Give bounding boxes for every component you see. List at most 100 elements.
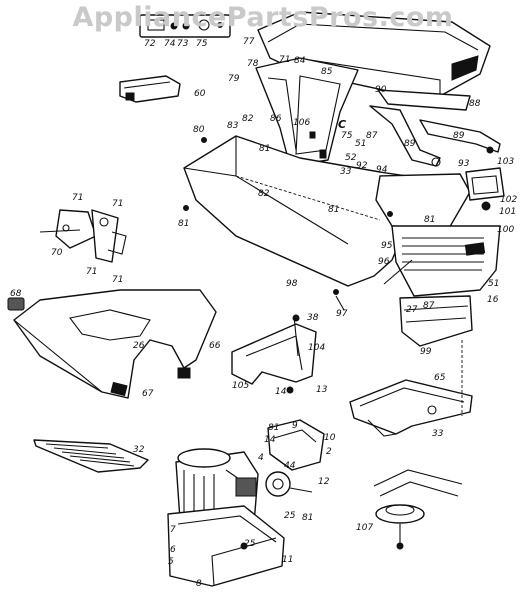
callout-81f: 81 (302, 513, 313, 523)
callout-71e: 71 (112, 275, 123, 285)
callout-95: 95 (381, 241, 393, 251)
callout-14b: 14 (264, 435, 276, 445)
callout-9: 9 (292, 421, 298, 431)
callout-86: 86 (270, 114, 282, 124)
callout-89a: 89 (404, 139, 416, 149)
callout-67: 67 (142, 389, 154, 399)
callout-labels: 72 74 73 75 77 60 79 78 71 84 85 90 88 8… (10, 37, 517, 589)
callout-73: 73 (177, 39, 189, 49)
callout-106: 106 (293, 118, 310, 128)
callout-25a: 25 (284, 511, 296, 521)
callout-81c: 81 (178, 219, 189, 229)
callout-4: 4 (258, 453, 264, 463)
callout-75b: 75 (341, 131, 353, 141)
callout-71: 71 (279, 55, 290, 65)
headlight-part (465, 167, 505, 211)
callout-103: 103 (497, 157, 514, 167)
callout-101: 101 (499, 207, 516, 217)
frame-part (349, 379, 473, 437)
footrest-part (33, 439, 149, 473)
callout-93: 93 (458, 159, 470, 169)
callout-33b: 33 (432, 429, 444, 439)
callout-5: 5 (168, 557, 174, 567)
console-frame-part (255, 57, 359, 167)
steering-bracket-part (231, 314, 317, 394)
callout-84: 84 (294, 56, 306, 66)
callout-81d: 81 (424, 215, 435, 225)
callout-32: 32 (133, 445, 145, 455)
seat-support-part (369, 89, 501, 167)
callout-88: 88 (469, 99, 481, 109)
callout-16: 16 (487, 295, 499, 305)
callout-105: 105 (232, 381, 249, 391)
callout-81b: 81 (328, 205, 339, 215)
callout-107: 107 (356, 523, 373, 533)
side-bracket-part (39, 209, 127, 263)
callout-90: 90 (375, 85, 387, 95)
callout-78: 78 (247, 59, 259, 69)
callout-66: 66 (209, 341, 221, 351)
callout-13: 13 (316, 385, 328, 395)
callout-94: 94 (376, 165, 388, 175)
grille-part (375, 173, 501, 347)
callout-38: 38 (307, 313, 319, 323)
watermark: AppliancePartsPros.com (72, 2, 454, 33)
callout-44: 44 (284, 461, 296, 471)
callout-c: C (338, 118, 346, 131)
fender-part (13, 289, 217, 399)
callout-99: 99 (420, 347, 432, 357)
callout-25b: 25 (244, 539, 256, 549)
leader-lines (183, 137, 463, 416)
callout-92: 92 (356, 161, 368, 171)
callout-82b: 82 (258, 189, 270, 199)
callout-102: 102 (500, 195, 517, 205)
engine-plate-part (167, 505, 285, 587)
callout-98: 98 (286, 279, 298, 289)
callout-71c: 71 (112, 199, 123, 209)
callout-7: 7 (170, 525, 176, 535)
bracket-assembly-part (265, 419, 325, 497)
callout-96: 96 (378, 257, 390, 267)
callout-6: 6 (170, 545, 176, 555)
callout-89b: 89 (453, 131, 465, 141)
callout-11: 11 (282, 555, 293, 565)
callout-85: 85 (321, 67, 333, 77)
callout-75: 75 (196, 39, 208, 49)
pulley-part (373, 469, 463, 550)
callout-71d: 71 (86, 267, 97, 277)
callout-51: 51 (355, 139, 366, 149)
callout-81: 81 (259, 144, 270, 154)
callout-100: 100 (497, 225, 514, 235)
callout-52: 52 (345, 153, 357, 163)
callout-14a: 14 (275, 387, 287, 397)
seat-bracket-part (119, 75, 181, 103)
callout-97: 97 (336, 309, 348, 319)
callout-104: 104 (308, 343, 325, 353)
callout-70: 70 (51, 248, 63, 258)
callout-51b: 51 (488, 279, 499, 289)
reflector-part (7, 297, 25, 311)
callout-26: 26 (133, 341, 145, 351)
callout-27: 27 (406, 305, 418, 315)
callout-77: 77 (243, 37, 255, 47)
callout-83: 83 (227, 121, 239, 131)
callout-33: 33 (340, 167, 352, 177)
callout-12: 12 (318, 477, 330, 487)
callout-8: 8 (196, 579, 202, 589)
callout-82: 82 (242, 114, 254, 124)
callout-80: 80 (193, 125, 205, 135)
callout-79: 79 (228, 74, 240, 84)
callout-87b: 87 (423, 301, 435, 311)
callout-60: 60 (194, 89, 206, 99)
fastener-strip-part (139, 14, 231, 38)
callout-72: 72 (144, 39, 156, 49)
callout-87: 87 (366, 131, 378, 141)
callout-81e: 81 (268, 423, 279, 433)
callout-74: 74 (164, 39, 176, 49)
callout-2: 2 (326, 447, 332, 457)
callout-68: 68 (10, 289, 22, 299)
callout-10: 10 (324, 433, 336, 443)
callout-71b: 71 (72, 193, 83, 203)
